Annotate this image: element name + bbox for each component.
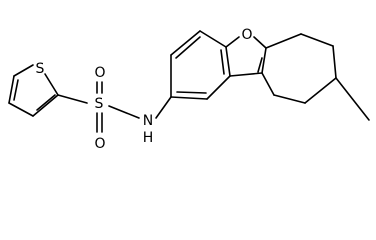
bond (8, 102, 34, 117)
bond (229, 72, 263, 77)
bond (8, 75, 15, 104)
bond-lines (8, 30, 370, 133)
sulfonyl-sulfur-label: S (95, 96, 104, 112)
thiophene-sulfur-label: S (36, 61, 45, 77)
bond (36, 94, 56, 111)
bond (225, 36, 240, 48)
bond (273, 94, 306, 104)
amide-hydrogen-label: H (143, 130, 154, 146)
bond (220, 49, 225, 75)
bond (335, 77, 370, 121)
bond (32, 94, 59, 117)
bond (175, 36, 201, 59)
atom-labels: S S O O N H O (36, 27, 253, 152)
sulfonyl-oxygen-bottom-label: O (94, 136, 105, 152)
bond (13, 79, 19, 101)
bond (199, 30, 227, 48)
furan-oxygen-label: O (241, 27, 252, 43)
bond (44, 73, 59, 96)
bond (170, 30, 201, 56)
bond (170, 96, 208, 100)
bond (300, 33, 334, 47)
bond (225, 46, 231, 77)
bond (257, 57, 263, 73)
bond (206, 75, 231, 100)
sulfonyl-oxygen-top-label: O (94, 65, 105, 81)
bond (332, 45, 337, 79)
bond (304, 77, 337, 104)
bond (261, 47, 267, 74)
bond (57, 94, 88, 104)
bond (176, 91, 207, 94)
bond (155, 96, 172, 119)
amide-nitrogen-label: N (143, 113, 153, 129)
bond (265, 33, 302, 49)
bond (108, 105, 140, 119)
bond (261, 72, 275, 96)
bond (253, 36, 267, 49)
chemical-structure-diagram: S S O O N H O (8, 27, 370, 152)
bond (13, 64, 34, 77)
